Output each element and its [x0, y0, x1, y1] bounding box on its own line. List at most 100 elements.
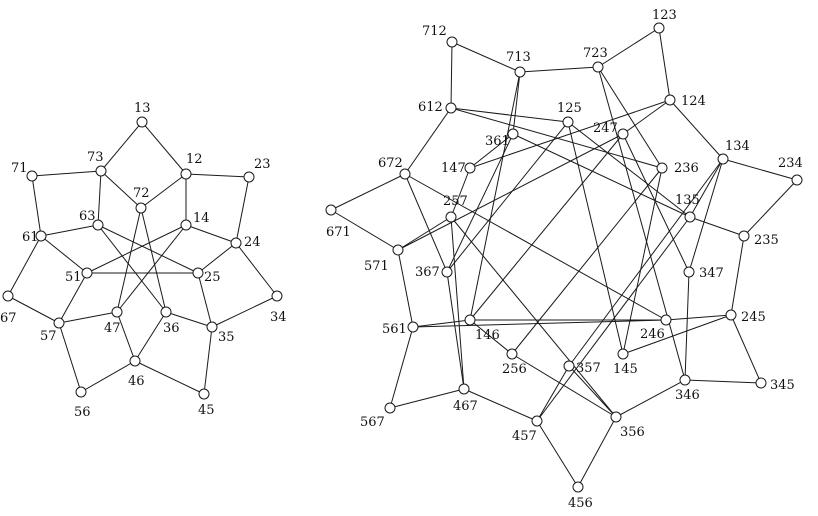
- vertex-671: [325, 204, 337, 216]
- vertex-label-561: 561: [382, 322, 407, 337]
- vertex-456: [572, 481, 584, 493]
- vertex-label-14: 14: [193, 211, 210, 226]
- vertex-label-347: 347: [699, 266, 724, 281]
- vertex-label-47: 47: [104, 321, 121, 336]
- edge-713-361: [512, 71, 521, 135]
- edge-713-723: [519, 66, 599, 73]
- left-graph-edges: [7, 121, 278, 395]
- vertex-347: [683, 266, 695, 278]
- vertex-561: [407, 321, 419, 333]
- vertex-257: [445, 211, 457, 223]
- edge-56-46: [80, 360, 136, 393]
- vertex-label-457: 457: [512, 429, 537, 444]
- vertex-25: [192, 267, 204, 279]
- edge-46-47: [116, 311, 136, 362]
- edge-367-125: [446, 121, 569, 273]
- vertex-label-357: 357: [576, 361, 601, 376]
- vertex-label-63: 63: [79, 209, 96, 224]
- vertex-label-723: 723: [583, 46, 608, 61]
- vertex-label-134: 134: [725, 139, 750, 154]
- vertex-label-147: 147: [441, 161, 466, 176]
- edge-561-571: [397, 249, 414, 328]
- edge-245-345: [730, 314, 762, 384]
- vertex-label-35: 35: [218, 330, 235, 345]
- vertex-24: [230, 237, 242, 249]
- vertex-label-356: 356: [620, 425, 645, 440]
- vertex-label-713: 713: [506, 50, 531, 65]
- vertex-label-125: 125: [557, 101, 582, 116]
- edge-571-257: [397, 216, 452, 251]
- vertex-345: [755, 377, 767, 389]
- edge-467-367: [446, 271, 465, 390]
- vertex-57: [53, 317, 65, 329]
- edge-356-357: [568, 365, 617, 418]
- edge-35-25: [197, 272, 213, 328]
- vertex-63: [92, 219, 104, 231]
- edge-346-356: [615, 379, 686, 418]
- vertex-672: [399, 168, 411, 180]
- edge-245-145: [622, 314, 732, 355]
- vertex-146: [464, 314, 476, 326]
- vertex-36: [160, 306, 172, 318]
- vertex-124: [664, 94, 676, 106]
- vertex-34: [271, 290, 283, 302]
- vertex-147: [464, 162, 476, 174]
- vertex-35: [206, 321, 218, 333]
- vertex-label-256: 256: [502, 362, 527, 377]
- edge-723-123: [597, 27, 660, 68]
- vertex-72: [135, 202, 147, 214]
- edge-356-456: [577, 416, 617, 488]
- vertex-label-346: 346: [675, 388, 700, 403]
- vertex-357: [563, 360, 575, 372]
- vertex-71: [26, 170, 38, 182]
- vertex-label-245: 245: [741, 310, 766, 325]
- edge-24-14: [185, 224, 237, 244]
- edge-612-236: [450, 107, 663, 169]
- edge-247-146: [469, 133, 624, 321]
- vertex-145: [617, 348, 629, 360]
- vertex-label-257: 257: [443, 194, 468, 209]
- vertex-723: [592, 61, 604, 73]
- edge-467-257: [450, 216, 465, 390]
- vertex-label-71: 71: [11, 161, 28, 176]
- vertex-713: [514, 66, 526, 78]
- vertex-label-72: 72: [133, 186, 150, 201]
- vertex-label-361: 361: [485, 134, 510, 149]
- vertex-label-235: 235: [754, 233, 779, 248]
- edge-571-247: [397, 133, 624, 251]
- edge-345-346: [684, 379, 762, 384]
- vertex-label-25: 25: [204, 270, 221, 285]
- edge-457-467: [463, 388, 538, 422]
- vertex-label-67: 67: [0, 311, 17, 326]
- edge-63-25: [97, 224, 199, 274]
- edge-24-25: [197, 242, 237, 274]
- vertex-label-13: 13: [134, 101, 151, 116]
- edge-467-567: [389, 388, 465, 409]
- edge-457-135: [536, 216, 691, 422]
- vertex-label-567: 567: [360, 415, 385, 430]
- edge-51-14: [86, 224, 187, 274]
- vertex-361: [507, 128, 519, 140]
- edge-46-45: [134, 360, 205, 395]
- edge-123-124: [658, 27, 671, 101]
- edge-23-12: [185, 173, 250, 178]
- vertex-14: [180, 219, 192, 231]
- vertex-label-236: 236: [674, 161, 699, 176]
- edge-134-234: [722, 158, 798, 181]
- edge-61-51: [40, 235, 88, 274]
- vertex-247: [617, 128, 629, 140]
- edge-145-236: [622, 167, 663, 355]
- edge-57-47: [58, 311, 118, 324]
- vertex-67: [2, 290, 14, 302]
- edge-712-713: [451, 41, 521, 73]
- edge-14-47: [116, 224, 187, 313]
- vertex-73: [95, 165, 107, 177]
- edge-235-245: [730, 235, 745, 316]
- vertex-457: [531, 415, 543, 427]
- edge-72-47: [116, 207, 142, 313]
- edge-46-36: [134, 311, 167, 362]
- edge-61-67: [7, 235, 42, 297]
- edge-13-73: [100, 121, 143, 172]
